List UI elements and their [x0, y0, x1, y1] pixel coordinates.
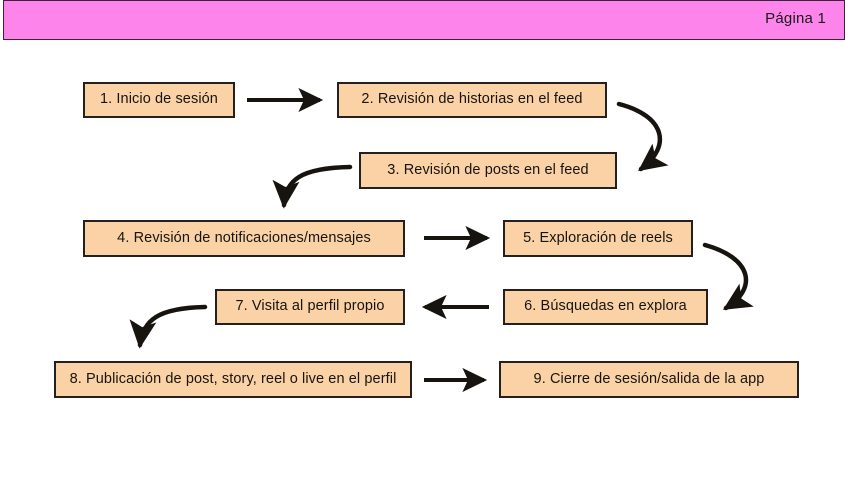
edge-2-to-3	[616, 101, 669, 172]
flow-node-2[interactable]: 2. Revisión de historias en el feed	[337, 82, 607, 118]
flow-node-3[interactable]: 3. Revisión de posts en el feed	[359, 152, 617, 189]
flow-node-1-label: 1. Inicio de sesión	[100, 91, 218, 108]
flow-node-8[interactable]: 8. Publicación de post, story, reel o li…	[54, 361, 412, 398]
flow-node-6-label: 6. Búsquedas en explora	[524, 298, 687, 315]
flow-node-5-label: 5. Exploración de reels	[523, 229, 673, 246]
flow-node-6[interactable]: 6. Búsquedas en explora	[503, 289, 708, 325]
flow-node-9[interactable]: 9. Cierre de sesión/salida de la app	[499, 361, 799, 398]
edge-3-to-4	[272, 164, 353, 209]
flow-node-1[interactable]: 1. Inicio de sesión	[83, 82, 235, 118]
flow-node-7[interactable]: 7. Visita al perfil propio	[215, 289, 405, 325]
flow-node-5[interactable]: 5. Exploración de reels	[503, 220, 693, 257]
flow-node-8-label: 8. Publicación de post, story, reel o li…	[69, 370, 397, 387]
flow-node-4-label: 4. Revisión de notificaciones/mensajes	[117, 229, 371, 246]
page-title: Página 1	[765, 10, 826, 27]
flow-node-4[interactable]: 4. Revisión de notificaciones/mensajes	[83, 220, 405, 257]
flow-node-7-label: 7. Visita al perfil propio	[235, 298, 385, 315]
edge-5-to-6	[702, 242, 754, 311]
flow-node-2-label: 2. Revisión de historias en el feed	[361, 91, 583, 108]
page-header-bar: Página 1	[3, 0, 845, 40]
edge-7-to-8	[129, 304, 208, 349]
flow-node-9-label: 9. Cierre de sesión/salida de la app	[533, 370, 765, 387]
flow-node-3-label: 3. Revisión de posts en el feed	[387, 161, 589, 178]
